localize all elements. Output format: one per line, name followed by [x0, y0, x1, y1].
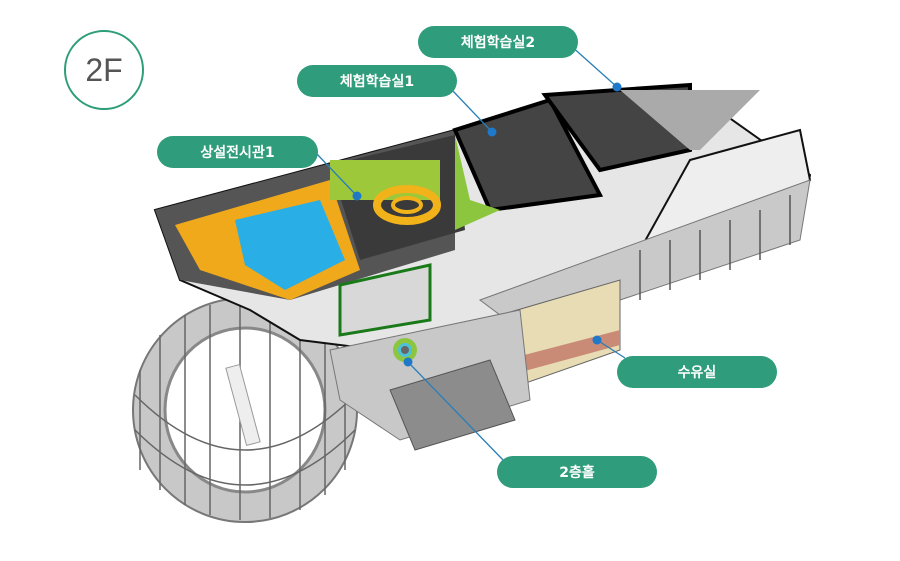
dot-second-floor-hall — [403, 357, 413, 367]
label-experience-room-2[interactable]: 체험학습실2 — [418, 26, 578, 58]
label-text: 상설전시관1 — [200, 145, 275, 161]
label-text: 체험학습실1 — [339, 74, 415, 90]
dot-nursing-room — [592, 335, 602, 345]
leader-lines — [314, 44, 626, 463]
floor-label: 2F — [85, 51, 123, 88]
label-permanent-exhibition-1[interactable]: 상설전시관1 — [157, 136, 318, 168]
label-nursing-room[interactable]: 수유실 — [617, 356, 777, 388]
label-text: 수유실 — [677, 365, 717, 381]
dot-permanent-exhibition-1 — [352, 191, 362, 201]
label-text: 체험학습실2 — [460, 35, 536, 51]
floor-badge: 2F — [64, 30, 144, 110]
label-second-floor-hall[interactable]: 2층홀 — [497, 456, 657, 488]
label-experience-room-1[interactable]: 체험학습실1 — [297, 65, 457, 97]
dot-experience-room-2 — [612, 82, 622, 92]
main-building — [153, 82, 812, 451]
circular-stair-tower — [132, 297, 358, 523]
location-dots — [352, 82, 622, 367]
label-text: 2층홀 — [559, 465, 595, 481]
dot-experience-room-1 — [487, 127, 497, 137]
